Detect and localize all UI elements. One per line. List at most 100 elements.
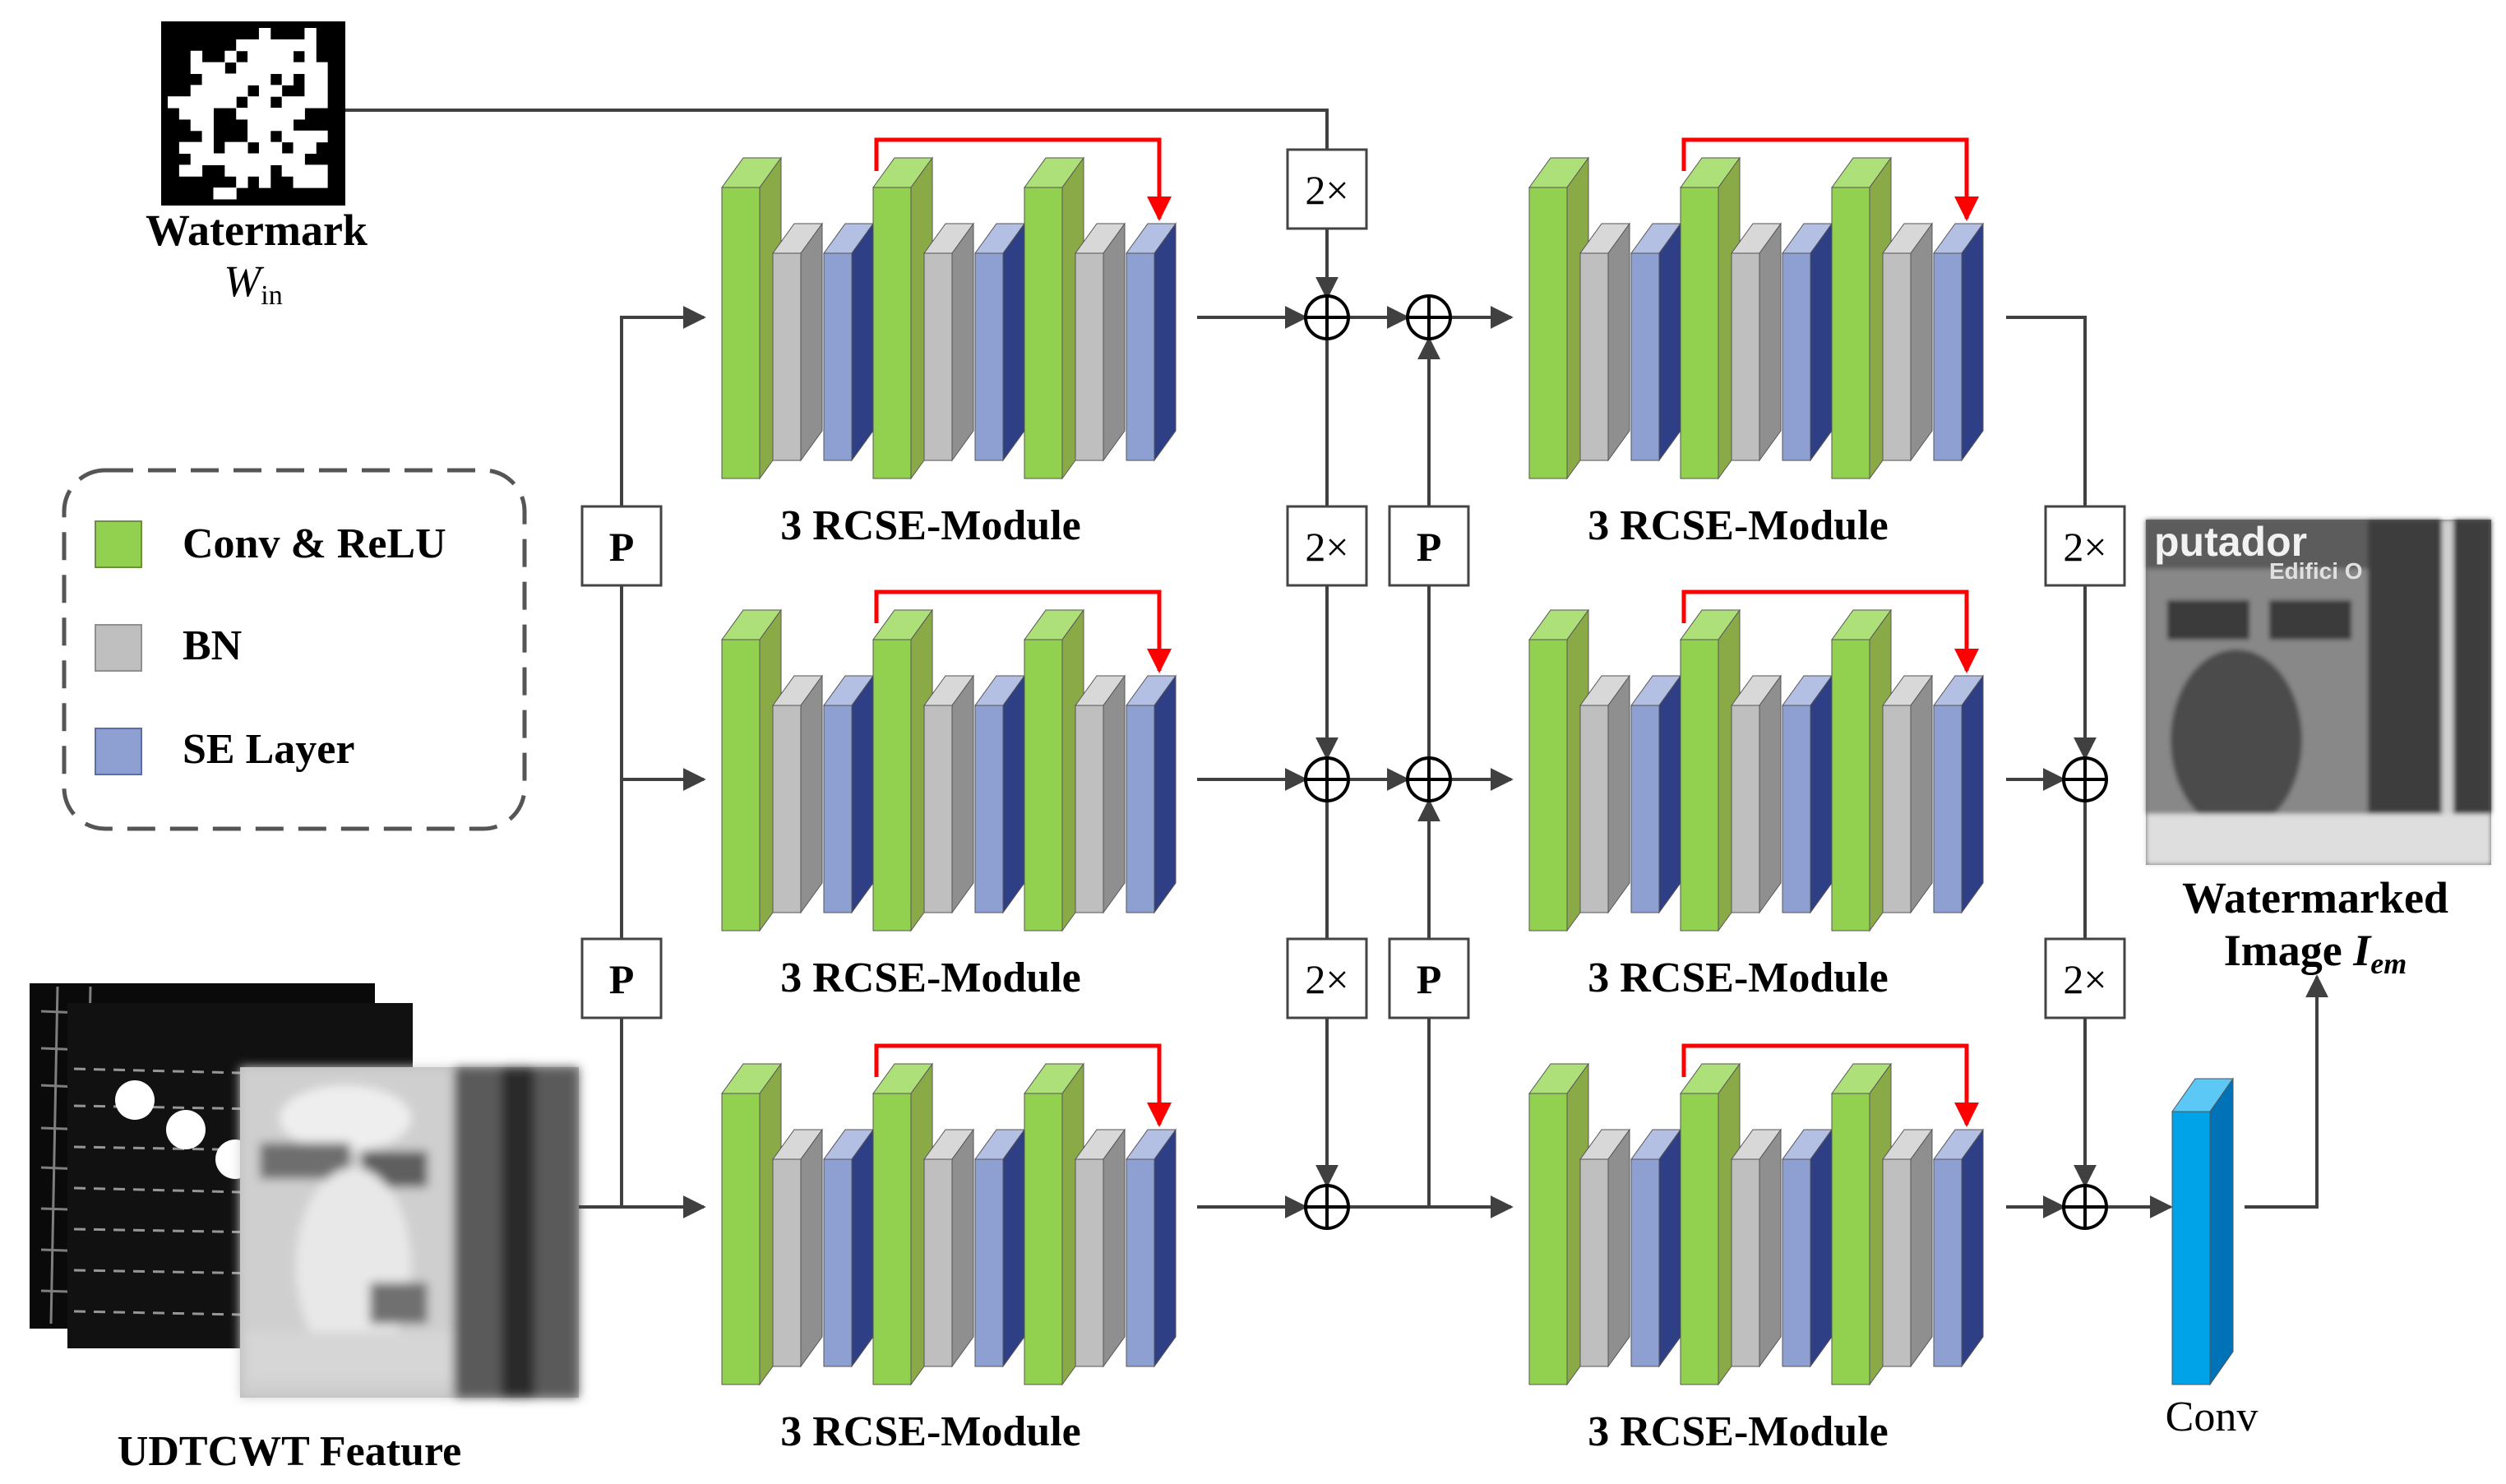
watermark-bit (213, 62, 225, 74)
rcse-module-label: 3 RCSE-Module (1588, 502, 1888, 549)
bn-layer-front (772, 1158, 802, 1367)
bn-layer (1579, 222, 1630, 462)
conv-relu-layer (1528, 608, 1589, 932)
se-layer-side (1961, 674, 1984, 914)
watermark-bit (258, 73, 271, 86)
conv-relu-layer-front (872, 639, 912, 932)
watermark-bit (224, 96, 237, 109)
output-conv-block (2171, 1077, 2234, 1386)
conv-relu-layer-front (1831, 639, 1870, 932)
watermark-bit (304, 96, 317, 109)
watermark-bit (201, 73, 214, 86)
conv-relu-layer (721, 608, 782, 932)
bn-layer-front (1075, 252, 1104, 461)
bn-layer (1579, 1128, 1630, 1368)
bn-layer (1731, 1128, 1782, 1368)
bn-layer-front (923, 1158, 953, 1367)
se-layer-side (1154, 1128, 1177, 1368)
se-layer (1126, 674, 1177, 914)
watermark-bit (247, 108, 260, 120)
output-image-sign-text: putador (2154, 519, 2307, 565)
conv-relu-layer (1024, 608, 1084, 932)
watermark-bit (281, 62, 294, 74)
bn-layer-side (1607, 222, 1630, 462)
se-layer-front (823, 705, 853, 913)
sum-operator (2062, 1184, 2108, 1230)
watermark-bit (258, 28, 271, 40)
watermark-bit (224, 73, 237, 86)
watermark-bit (258, 130, 271, 143)
se-layer-front (1126, 1158, 1155, 1367)
bn-layer (1075, 1128, 1126, 1368)
bn-layer-side (951, 222, 974, 462)
residual-skip-arrow (1681, 589, 1979, 673)
legend-label-se: SE Layer (183, 726, 354, 773)
conv-relu-layer (1528, 156, 1589, 480)
bn-layer-front (1731, 705, 1760, 913)
watermark-bit (304, 62, 317, 74)
watermark-bit (304, 164, 317, 177)
watermark-bit (224, 187, 237, 200)
watermark-bit (190, 85, 203, 97)
rcse-module-label: 3 RCSE-Module (1588, 1408, 1888, 1455)
watermark-bit (304, 39, 317, 52)
pool-node-text: P (1417, 956, 1442, 1002)
output-conv-layer (2171, 1077, 2234, 1386)
watermark-bit (281, 73, 294, 86)
bn-layer (923, 222, 974, 462)
bn-layer-side (1103, 1128, 1126, 1368)
watermark-bit (316, 85, 328, 97)
bn-layer-side (1759, 674, 1782, 914)
bn-layer (1731, 674, 1782, 914)
se-layer-side (1810, 222, 1833, 462)
watermark-bit (258, 108, 271, 120)
feature-map-front (240, 1067, 579, 1398)
watermark-bit (316, 130, 328, 143)
watermark-symbol-subscript: in (261, 280, 282, 311)
watermark-bit (304, 50, 317, 63)
watermark-bit (247, 73, 260, 86)
se-layer-side (1810, 1128, 1833, 1368)
se-layer (974, 1128, 1025, 1368)
output-label-line2: Image Iem (2224, 926, 2407, 980)
bn-layer-side (1607, 1128, 1630, 1368)
watermark-bit (258, 153, 271, 165)
watermark-bit (236, 62, 248, 74)
watermark-bit (224, 164, 237, 177)
residual-skip-arrow (1681, 137, 1979, 221)
se-layer (1782, 222, 1833, 462)
watermark-bit (270, 39, 283, 52)
residual-skip-arrow (874, 137, 1172, 221)
rcse-module-label: 3 RCSE-Module (1588, 955, 1888, 1001)
bn-layer-side (1103, 674, 1126, 914)
residual-skip-arrow (874, 589, 1172, 673)
watermark-bit (213, 187, 225, 200)
rcse-module-3 (1528, 589, 1984, 932)
upsample-node-text: 2× (2063, 956, 2106, 1002)
residual-skip-arrow (874, 1043, 1172, 1127)
watermark-bit (304, 28, 317, 40)
pool-node-box (1388, 505, 1470, 587)
pool-node-box (580, 505, 663, 587)
bn-layer-front (1075, 705, 1104, 913)
rcse-module-0 (721, 137, 1177, 480)
bn-layer (1075, 222, 1126, 462)
se-layer-side (1658, 674, 1681, 914)
watermark-bit (258, 118, 271, 132)
bn-layer (1731, 222, 1782, 462)
se-layer-side (1658, 222, 1681, 462)
se-layer-front (1126, 252, 1155, 461)
watermark-bit (270, 108, 283, 120)
rcse-module-label: 3 RCSE-Module (780, 502, 1080, 549)
legend-swatch-se (95, 728, 142, 775)
conv-relu-layer-front (1024, 1093, 1063, 1385)
conv-relu-layer (1831, 608, 1892, 932)
bn-layer-side (800, 674, 823, 914)
watermark-bit (201, 85, 214, 97)
conv-relu-layer-front (1528, 187, 1568, 479)
se-layer-front (1782, 705, 1811, 913)
connection-lines (345, 109, 2328, 1218)
residual-skip-arrow (1681, 1043, 1979, 1127)
bn-layer (923, 674, 974, 914)
